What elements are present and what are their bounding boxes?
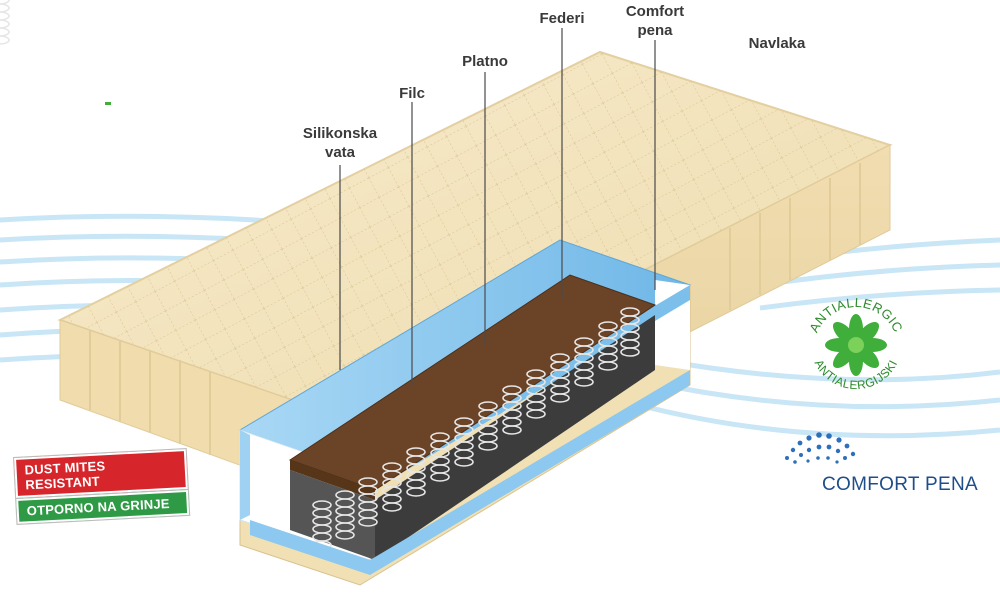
springs <box>0 0 640 550</box>
leader-lines <box>339 28 656 385</box>
dust-mites-badge: DUST MITES RESISTANT OTPORNO NA GRINJE <box>14 448 190 524</box>
green-mark <box>105 102 111 105</box>
label-silikonska-vata: Silikonska vata <box>302 125 378 161</box>
comfort-pena-logo-text: COMFORT PENA <box>822 474 978 495</box>
label-platno: Platno <box>462 53 508 70</box>
mattress-cutaway <box>0 0 692 586</box>
label-filc: Filc <box>399 85 425 102</box>
label-navlaka: Navlaka <box>748 35 806 52</box>
label-federi: Federi <box>539 10 585 27</box>
label-comfort-pena: Comfort pena <box>625 3 685 39</box>
comfort-pena-dots-icon <box>785 432 856 464</box>
